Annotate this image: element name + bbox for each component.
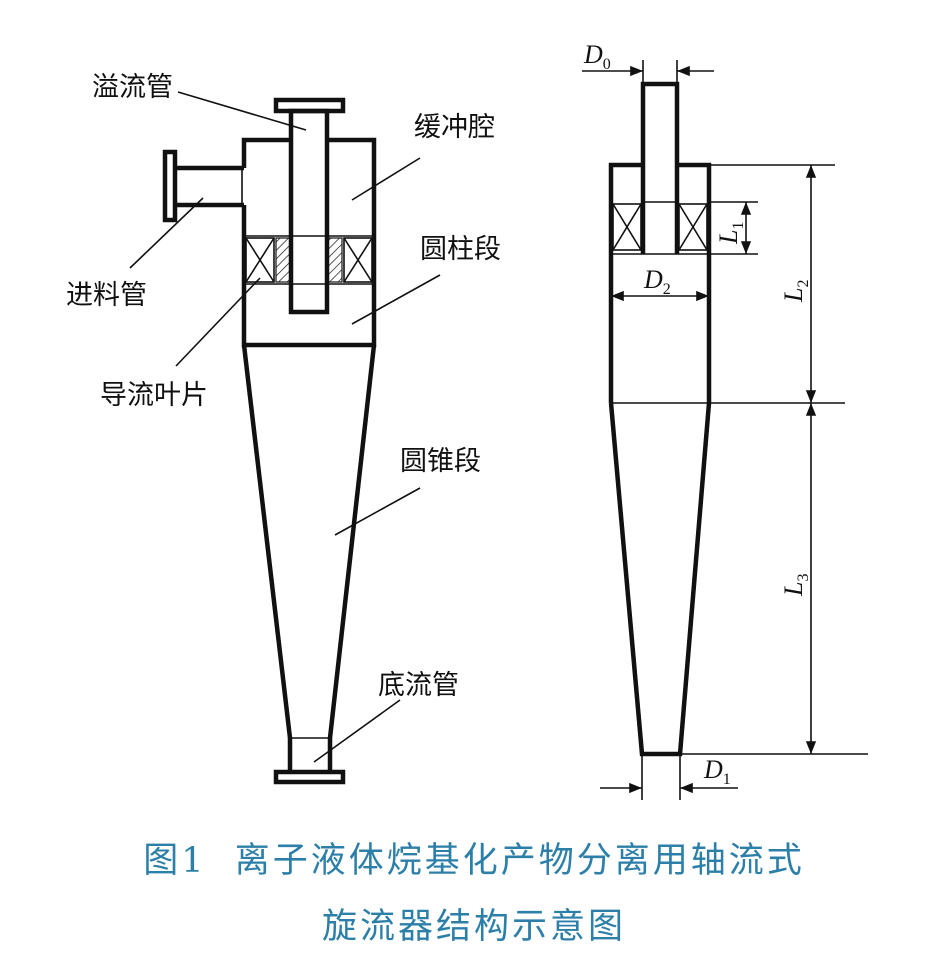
left-cyclone-drawing: 溢流管 缓冲腔 进料管 圆柱段 导流叶片 圆锥段 底流管 (66, 72, 501, 785)
label-feed-pipe: 进料管 (66, 280, 147, 311)
underflow-pipe-shape (287, 738, 333, 772)
feed-pipe-shape (175, 165, 244, 208)
dim-L2: L2 (779, 280, 812, 303)
dim-D1: D1 (703, 755, 731, 788)
label-cone-section: 圆锥段 (400, 446, 481, 477)
dim-D0: D0 (583, 40, 611, 73)
right-overflow-pipe (640, 81, 680, 254)
overflow-pipe-shape (288, 108, 330, 315)
hatched-vane-left (275, 237, 291, 283)
caption-line-2: 旋流器结构示意图 (322, 907, 626, 947)
label-cylinder-section: 圆柱段 (420, 234, 501, 265)
label-overflow-pipe: 溢流管 (92, 72, 173, 103)
feed-flange (162, 149, 178, 223)
underflow-flange (273, 769, 346, 785)
right-dimension-drawing: D0 L1 D2 L2 L3 D1 (582, 40, 868, 800)
label-underflow-pipe: 底流管 (378, 670, 459, 701)
label-guide-vanes: 导流叶片 (100, 380, 208, 411)
dim-L1: L1 (714, 222, 747, 245)
dim-D2: D2 (643, 265, 671, 298)
dim-L3: L3 (779, 574, 812, 597)
cone-outline (241, 344, 377, 739)
caption-line-1: 图1 离子液体烷基化产物分离用轴流式 (143, 841, 805, 881)
hatched-vane-right (327, 237, 343, 283)
right-cone-outline (608, 402, 712, 757)
label-buffer-chamber: 缓冲腔 (414, 112, 495, 143)
